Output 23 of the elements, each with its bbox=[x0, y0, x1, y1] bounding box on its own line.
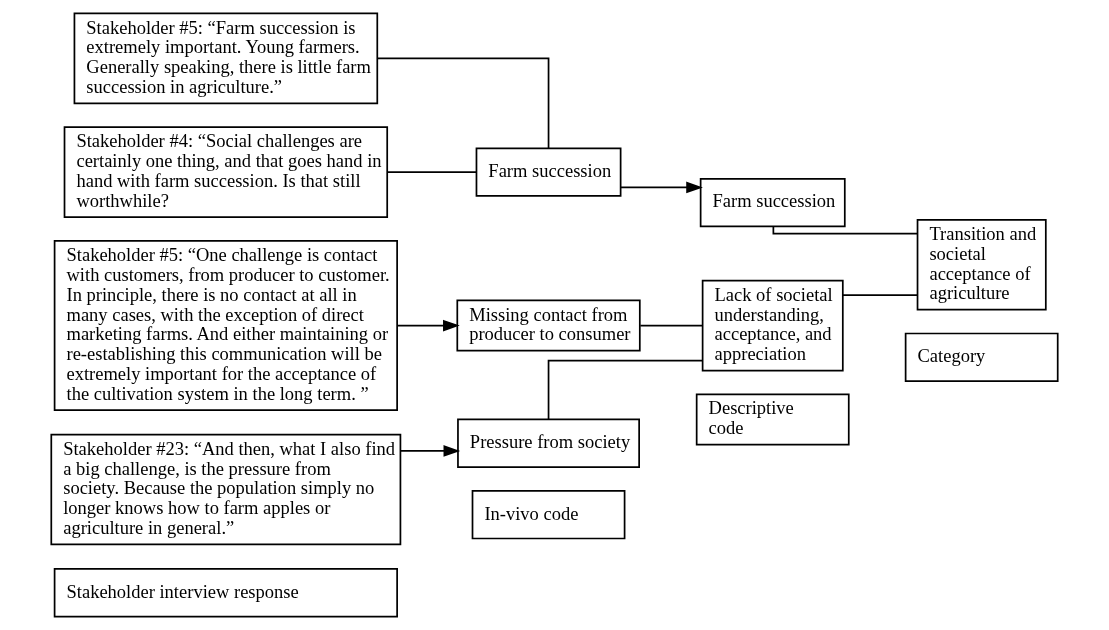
node-box: Stakeholder #23: “And then, what I also find a big challenge, is the pressure from society. Because the population simply no longer knows how to farm apples or agriculture in general.” bbox=[50, 433, 402, 546]
node-box: Stakeholder #4: “Social challenges are certainly one thing, and that goes hand in hand with farm succession. Is that still worthwhile? bbox=[63, 126, 389, 218]
connector bbox=[639, 324, 704, 327]
node-box: Stakeholder #5: “One challenge is contact with customers, from producer to customer. In principle, there is no contact at all in many cases, with the exception of direct marketing farms. And either maintaining or re-establishing this communication will be extremely important for the acceptance of the cultivation system in the long term. ” bbox=[53, 240, 398, 412]
node-box: In-vivo code bbox=[471, 490, 626, 540]
connector bbox=[386, 171, 478, 174]
arrow bbox=[400, 445, 461, 457]
connector bbox=[772, 225, 919, 235]
connector bbox=[376, 57, 550, 149]
arrow bbox=[396, 319, 460, 332]
node-box: Transition and societal acceptance of agriculture bbox=[916, 218, 1047, 311]
node-box: Lack of societal understanding, acceptance, and appreciation bbox=[701, 279, 844, 372]
node-box: Stakeholder #5: “Farm succession is extremely important. Young farmers. Generally speaking, there is little farm succession in agriculture.” bbox=[73, 12, 379, 105]
node-box: Stakeholder interview response bbox=[53, 568, 398, 618]
node-box: Descriptive code bbox=[695, 393, 850, 446]
node-box: Missing contact from producer to consumer bbox=[456, 299, 641, 352]
node-box: Category bbox=[904, 332, 1059, 382]
node-box: Farm succession bbox=[699, 177, 846, 228]
connector bbox=[842, 294, 919, 297]
connector bbox=[547, 359, 704, 421]
node-box: Pressure from society bbox=[457, 418, 640, 468]
node-box: Farm succession bbox=[475, 147, 622, 197]
arrow bbox=[619, 181, 703, 194]
